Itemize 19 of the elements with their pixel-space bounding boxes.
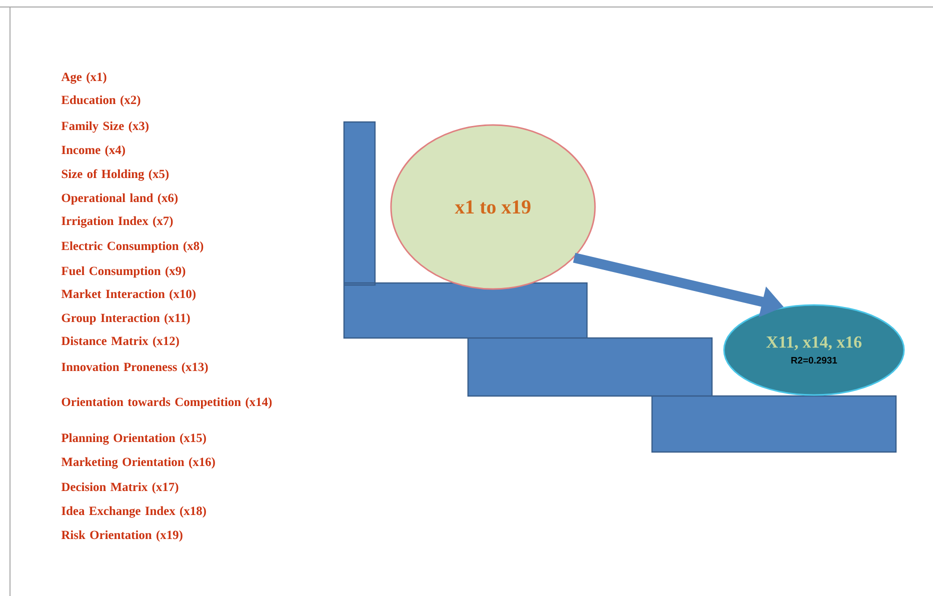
variable-label: Group Interaction (x11) [62,313,190,325]
variable-label: Fuel Consumption (x9) [61,266,186,278]
variable-label: Irrigation Index (x7) [62,216,173,228]
variable-label: Risk Orientation (x19) [61,530,182,542]
variable-label: Idea Exchange Index (x18) [62,506,206,518]
variable-label: Innovation Proneness (x13) [62,362,208,374]
variable-label: Education (x2) [61,95,140,107]
variable-label: Decision Matrix (x17) [61,482,178,494]
variable-label: Electric Consumption (x8) [61,241,204,253]
variable-label: Size of Holding (x5) [62,169,169,181]
variable-label: Family Size (x3) [61,121,148,133]
variable-label: Distance Matrix (x12) [61,336,179,348]
variable-label: Planning Orientation (x15) [61,433,206,445]
variable-label: Operational land (x6) [62,193,178,205]
variable-label: Age (x1) [61,72,106,84]
variable-label: Marketing Orientation (x16) [61,457,215,469]
variable-label: Orientation towards Competition (x14) [62,397,272,409]
variable-label: Income (x4) [62,145,125,157]
variable-label: Market Interaction (x10) [61,289,196,301]
